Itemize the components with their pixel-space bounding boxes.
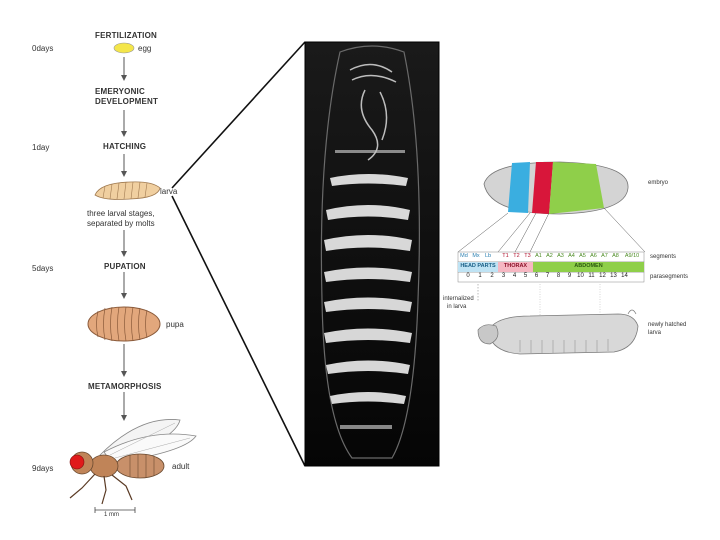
segment-cell: A9/10 (624, 253, 640, 259)
day-0-label: 0days (32, 44, 54, 53)
segment-cell: T1 (502, 253, 509, 259)
segment-cell: T3 (524, 253, 531, 259)
parasegment-cell: 0 (466, 273, 470, 279)
segment-cell: A1 (535, 253, 542, 259)
region-thorax-label: THORAX (503, 263, 528, 269)
development-label-line1: EMERYONIC (95, 87, 145, 96)
parasegment-cell: 11 (588, 273, 595, 279)
parasegment-cell: 3 (501, 273, 506, 279)
segment-cell: Lb (484, 253, 492, 259)
segment-cell: A3 (557, 253, 564, 259)
zoom-line-bottom (171, 195, 306, 467)
day-1-label: 1day (32, 143, 50, 152)
segment-cell: A8 (612, 253, 619, 259)
larva-label: larva (160, 187, 178, 196)
parasegment-cell: 7 (545, 273, 550, 279)
embryo-label: embryo (648, 180, 669, 186)
parasegments-label: parasegments (650, 274, 689, 280)
segment-cell: A4 (568, 253, 575, 259)
molts-label-line1: three larval stages, (87, 209, 155, 218)
pupa-icon (87, 306, 161, 342)
hatched-larva-label-line1: newly hatched (648, 322, 687, 328)
region-thorax-bar (498, 262, 533, 272)
parasegment-cell: 12 (599, 273, 606, 279)
segment-cell: Md (460, 253, 468, 259)
parasegment-cell: 8 (556, 273, 561, 279)
adult-fly-icon (69, 419, 197, 513)
segment-cell: A7 (601, 253, 608, 259)
segment-cell: A6 (590, 253, 597, 259)
adult-label: adult (172, 462, 190, 471)
day-9-label: 9days (32, 464, 54, 473)
egg-label: egg (138, 44, 152, 53)
parasegment-cell: 6 (534, 273, 539, 279)
pupa-label: pupa (166, 320, 184, 329)
metamorphosis-label: METAMORPHOSIS (88, 382, 162, 391)
internalized-label-line2: in larva (447, 304, 467, 310)
projection-lines (457, 207, 646, 253)
region-abdomen-bar (533, 262, 644, 272)
internalized-label-line1: internalized (443, 296, 474, 302)
parasegment-cell: 2 (490, 273, 494, 279)
embryo-fate-map (483, 161, 629, 215)
segments-label: segments (650, 254, 677, 260)
day-5-label: 5days (32, 264, 54, 273)
development-label-line2: DEVELOPMENT (95, 97, 159, 106)
scale-bar-label: 1 mm (104, 512, 119, 518)
parasegment-cell: 13 (610, 273, 617, 279)
region-head-label: HEAD PARTS (460, 263, 496, 269)
pupation-label: PUPATION (104, 262, 146, 271)
parasegment-cell: 4 (512, 273, 517, 279)
parasegment-cell: 1 (478, 273, 482, 279)
molts-label-line2: separated by molts (87, 219, 155, 228)
parasegment-cell: 5 (523, 273, 528, 279)
parasegment-cell: 10 (577, 273, 584, 279)
fertilization-label: FERTILIZATION (95, 31, 157, 40)
larva-icon (94, 181, 161, 200)
hatching-label: HATCHING (103, 142, 147, 151)
region-head-bar (458, 262, 498, 272)
segment-cell: T2 (513, 253, 520, 259)
parasegment-cell: 14 (621, 273, 628, 279)
parasegment-cell: 9 (567, 273, 572, 279)
embryo-micrograph (304, 41, 440, 467)
region-abdomen-label: ABDOMEN (574, 263, 603, 269)
segment-cell: A5 (579, 253, 586, 259)
segment-cell: A2 (546, 253, 553, 259)
zoom-line-top (171, 41, 306, 189)
hatched-larva-icon (477, 309, 639, 355)
segment-cell: Mx (472, 253, 480, 259)
egg-icon (113, 42, 135, 54)
hatched-larva-label-line2: larva (648, 330, 662, 336)
